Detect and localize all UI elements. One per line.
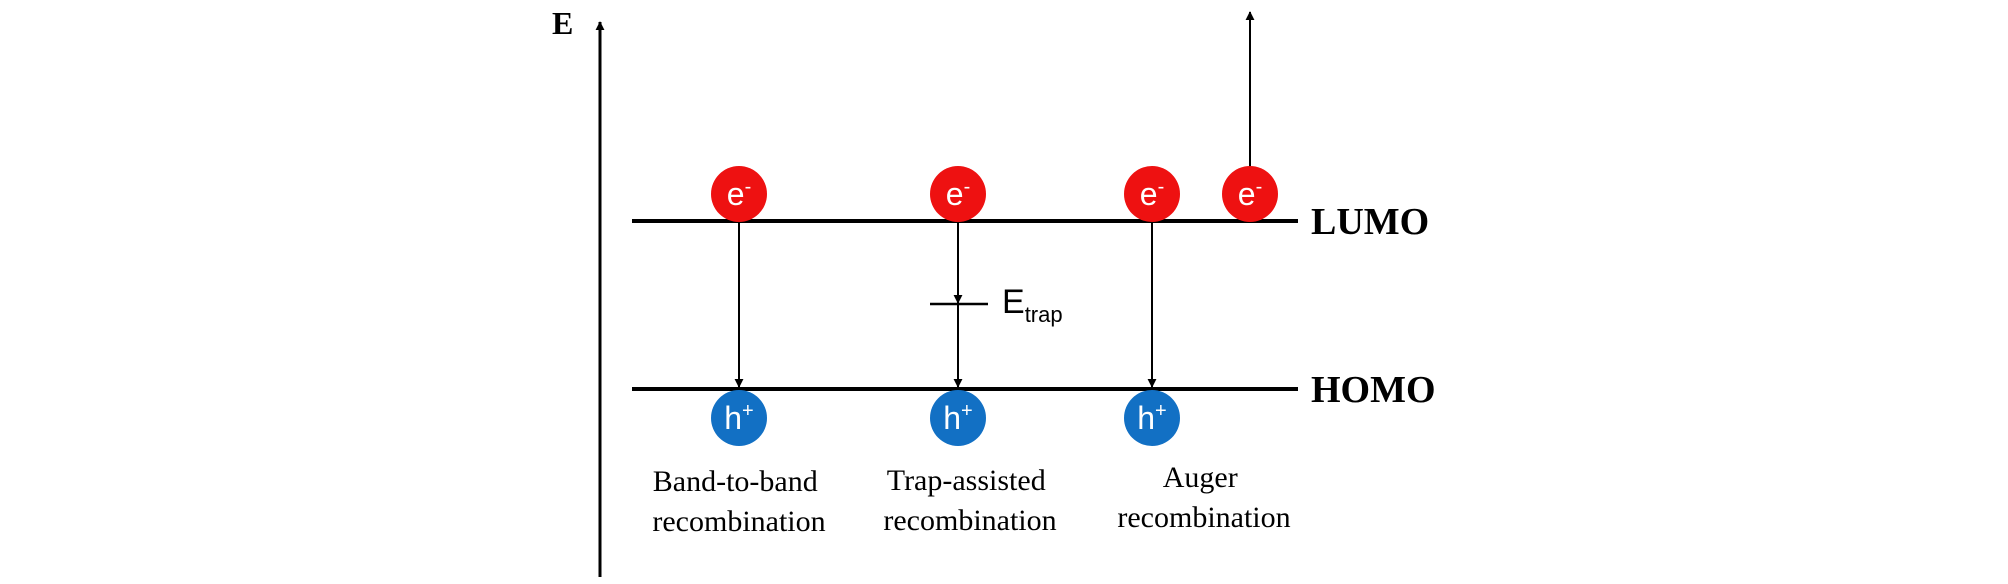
caption-band-to-band-line1: Band-to-band xyxy=(653,465,818,498)
electron-letter: e xyxy=(1140,176,1158,212)
electron-charge: - xyxy=(1256,176,1263,198)
hole-circle xyxy=(930,390,986,446)
hole-charge: + xyxy=(1155,400,1167,422)
electron-auger-2: e- xyxy=(1222,166,1278,222)
hole-symbol: h+ xyxy=(724,400,753,436)
caption-auger: Auger recombination xyxy=(1117,461,1290,534)
electron-circle xyxy=(930,166,986,222)
hole-auger: h+ xyxy=(1124,390,1180,446)
hole-trap-assisted: h+ xyxy=(930,390,986,446)
caption-trap-assisted-line1: Trap-assisted xyxy=(887,464,1046,497)
trap-symbol: E xyxy=(1002,283,1025,321)
electron-charge: - xyxy=(745,176,752,198)
electron-letter: e xyxy=(727,176,745,212)
hole-charge: + xyxy=(961,400,973,422)
hole-letter: h xyxy=(1137,400,1155,436)
energy-axis-label: E xyxy=(552,5,573,41)
electron-charge: - xyxy=(964,176,971,198)
electron-circle xyxy=(1124,166,1180,222)
homo-label: HOMO xyxy=(1311,369,1436,411)
hole-circle xyxy=(711,390,767,446)
electron-band-to-band: e- xyxy=(711,166,767,222)
electron-trap-assisted: e- xyxy=(930,166,986,222)
trap-level-label: Etrap xyxy=(1002,283,1063,327)
caption-auger-line2: recombination xyxy=(1117,501,1290,534)
electron-auger-1: e- xyxy=(1124,166,1180,222)
electron-symbol: e- xyxy=(946,176,970,212)
caption-band-to-band: Band-to-band recombination xyxy=(652,465,825,538)
electron-circle xyxy=(711,166,767,222)
trap-subscript: trap xyxy=(1025,302,1063,327)
hole-letter: h xyxy=(724,400,742,436)
hole-symbol: h+ xyxy=(943,400,972,436)
caption-band-to-band-line2: recombination xyxy=(652,505,825,538)
electron-letter: e xyxy=(1238,176,1256,212)
hole-circle xyxy=(1124,390,1180,446)
caption-trap-assisted-line2: recombination xyxy=(883,504,1056,537)
electron-symbol: e- xyxy=(727,176,751,212)
caption-trap-assisted: Trap-assisted recombination xyxy=(883,464,1056,537)
hole-charge: + xyxy=(742,400,754,422)
hole-symbol: h+ xyxy=(1137,400,1166,436)
lumo-label: LUMO xyxy=(1311,201,1429,243)
electron-symbol: e- xyxy=(1238,176,1262,212)
electron-letter: e xyxy=(946,176,964,212)
hole-band-to-band: h+ xyxy=(711,390,767,446)
caption-auger-line1: Auger xyxy=(1163,461,1238,494)
electron-charge: - xyxy=(1158,176,1165,198)
hole-letter: h xyxy=(943,400,961,436)
electron-circle xyxy=(1222,166,1278,222)
electron-symbol: e- xyxy=(1140,176,1164,212)
